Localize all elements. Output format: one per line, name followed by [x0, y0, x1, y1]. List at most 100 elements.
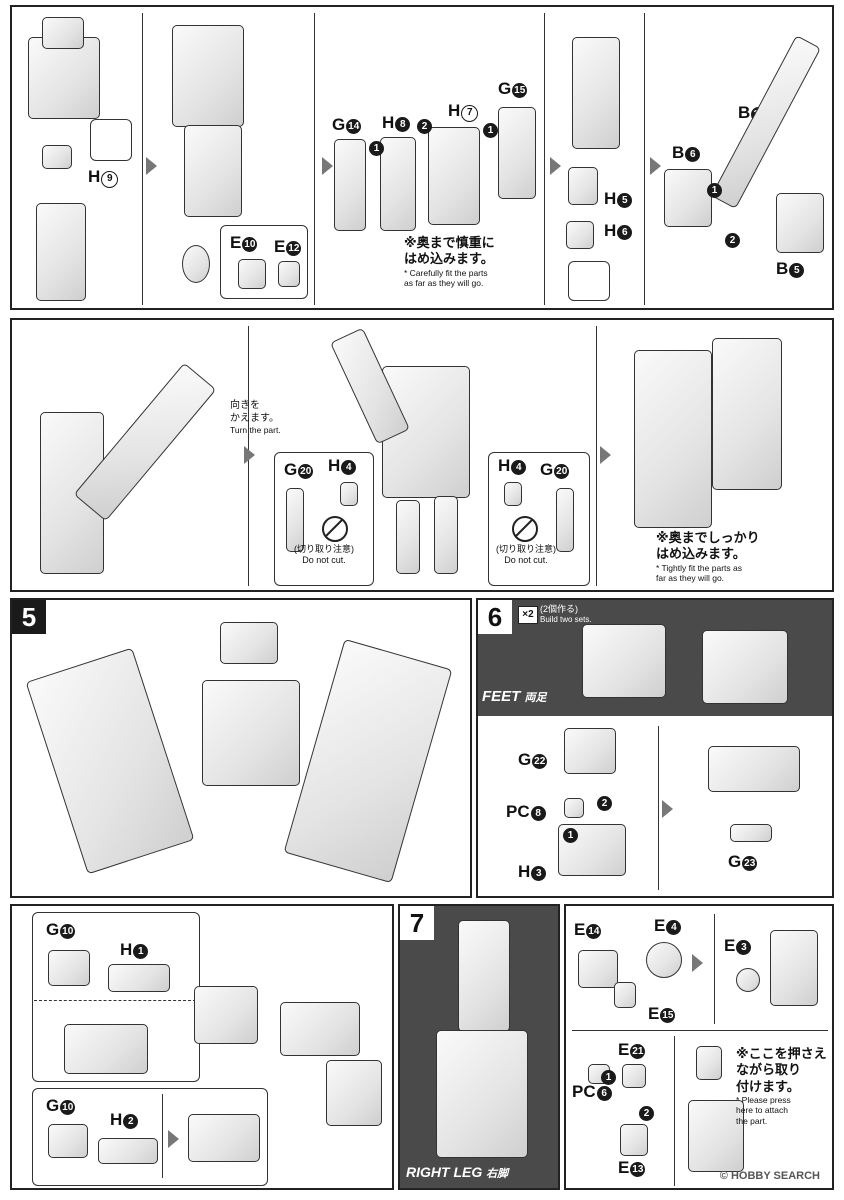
- g10b-part: [48, 1124, 88, 1158]
- flow-arrow-icon: [146, 157, 157, 175]
- do-not-cut-icon: [322, 516, 348, 542]
- foot-preview-left: [582, 624, 666, 698]
- flow-arrow-icon: [650, 157, 661, 175]
- order-mark-1b: 1: [482, 119, 498, 139]
- h6-detail-box: [568, 261, 610, 301]
- g23-part: [730, 824, 772, 842]
- joint-ball: [182, 245, 210, 283]
- build-count-badge: ×2: [518, 606, 538, 624]
- shoulder-part: [28, 37, 100, 119]
- right-leg-preview-lower: [436, 1030, 528, 1158]
- order-mark-1e: 1: [600, 1066, 616, 1086]
- press-part-assembly: [688, 1100, 744, 1172]
- h7-part: [428, 127, 480, 225]
- h5-part: [568, 167, 598, 205]
- e21-part: [622, 1064, 646, 1088]
- g20a-part: [286, 488, 304, 552]
- row1-divider-3: [544, 13, 545, 305]
- step-number-6: 6: [478, 600, 512, 634]
- g15-part: [498, 107, 536, 199]
- foot-assembled: [708, 746, 800, 792]
- g20-piece-left: [396, 500, 420, 574]
- row1-divider-1: [142, 13, 143, 305]
- row1-divider-2: [314, 13, 315, 305]
- row2-divider-2: [596, 326, 597, 586]
- arm-assembly-d: [572, 37, 620, 149]
- foot-preview-right: [702, 630, 788, 704]
- g14-part: [334, 139, 366, 231]
- left-arm-assembly: [25, 647, 195, 875]
- shoulder-fin: [42, 17, 84, 49]
- assembled-arm-lower: [184, 125, 242, 217]
- h2-part: [98, 1138, 158, 1164]
- h4a-part: [340, 482, 358, 506]
- order-mark-1: 1: [368, 137, 384, 157]
- right-arm-assembly: [283, 638, 453, 884]
- head-part: [220, 622, 278, 664]
- build-two-note: (2個作る) Build two sets.: [540, 604, 592, 625]
- step5-panel: 5: [10, 598, 472, 898]
- b10-blade: [710, 35, 822, 209]
- leg-lower-part: [326, 1060, 382, 1126]
- row1-divider-4: [644, 13, 645, 305]
- e14-part: [578, 950, 618, 988]
- order-mark-1d: 1: [562, 824, 578, 844]
- h1-part: [108, 964, 170, 992]
- order-mark-2: 2: [416, 115, 432, 135]
- flow-arrow-icon: [600, 446, 611, 464]
- order-mark-2c: 2: [724, 229, 740, 249]
- row4r-divider-bottom: [674, 1036, 675, 1186]
- right-leg-preview-upper: [458, 920, 510, 1032]
- order-mark-2e: 2: [638, 1102, 654, 1122]
- e3-part: [736, 968, 760, 992]
- g10-h2-joined: [188, 1114, 260, 1162]
- leg-joint-assembled: [770, 930, 818, 1006]
- torso-part: [202, 680, 300, 786]
- feet-badge: FEET 両足: [482, 688, 547, 705]
- watermark: © HOBBY SEARCH: [719, 1170, 820, 1182]
- fit-tight-note: ※奥までしっかり はめ込みます。 * Tightly fit the parts…: [656, 530, 760, 584]
- flow-arrow-icon: [168, 1130, 179, 1148]
- leg-upper-part: [194, 986, 258, 1044]
- order-mark-2d: 2: [596, 792, 612, 812]
- assembled-arm-upper: [172, 25, 244, 127]
- fit-deep-note: ※奥まで慎重に はめ込みます。 * Carefully fit the part…: [404, 235, 495, 289]
- order-mark-1c: 1: [706, 179, 722, 199]
- b5-part: [776, 193, 824, 253]
- press-here-note: ※ここを押さえ ながら取り 付けます。 * Please press here …: [736, 1046, 827, 1126]
- e15-part: [614, 982, 636, 1008]
- g20-piece-right: [434, 496, 458, 574]
- do-not-cut-note-b: (切り取り注意) Do not cut.: [496, 544, 556, 566]
- turn-part-note: 向きを かえます。 Turn the part.: [230, 400, 281, 435]
- row4r-divider-mid: [572, 1030, 828, 1031]
- flow-arrow-icon: [692, 954, 703, 972]
- e10-part: [238, 259, 266, 289]
- h2-substep-divider: [162, 1094, 163, 1178]
- leg-joint-part: [280, 1002, 360, 1056]
- step7-panel: 7 RIGHT LEG 右脚: [398, 904, 560, 1190]
- h6-part: [566, 221, 594, 249]
